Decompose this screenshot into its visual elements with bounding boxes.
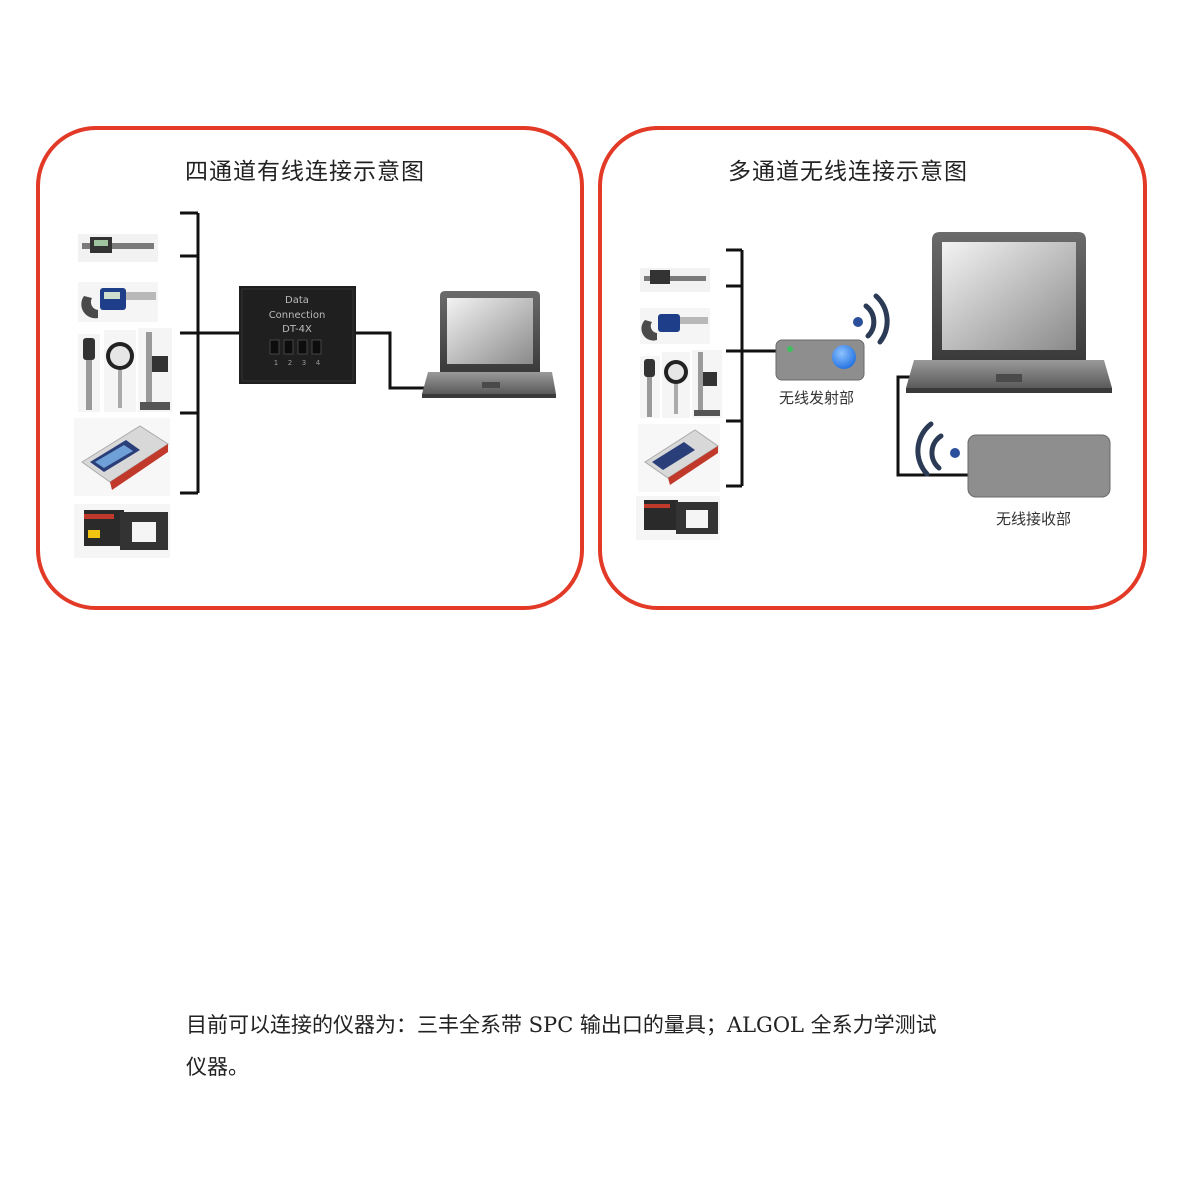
wireless-signal-icon bbox=[853, 293, 890, 345]
caliper-icon bbox=[78, 234, 158, 262]
hub-port-1: 1 bbox=[274, 359, 278, 367]
caliper-icon bbox=[640, 268, 710, 292]
hub-port-4: 4 bbox=[316, 359, 321, 367]
wired-diagram-panel bbox=[36, 126, 584, 610]
wireless-diagram-panel bbox=[598, 126, 1147, 610]
supported-instruments-note: 目前可以连接的仪器为：三丰全系带 SPC 输出口的量具；ALGOL 全系力学测试… bbox=[186, 1004, 1046, 1088]
receiver-label: 无线接收部 bbox=[996, 510, 1072, 528]
micrometer-icon bbox=[78, 282, 158, 322]
laser-scan-micrometer-icon bbox=[74, 504, 170, 558]
surface-roughness-tester-icon bbox=[74, 418, 170, 496]
hub-port-2: 2 bbox=[288, 359, 292, 367]
dial-indicator-icon bbox=[662, 352, 690, 418]
wireless-panel-title: 多通道无线连接示意图 bbox=[728, 159, 968, 185]
hub-label-line1: Data bbox=[285, 295, 309, 306]
bore-gauge-icon bbox=[640, 356, 660, 418]
transmitter-label: 无线发射部 bbox=[779, 389, 855, 407]
wireless-transmitter bbox=[775, 339, 865, 381]
micrometer-icon bbox=[640, 308, 710, 344]
laser-scan-micrometer-icon bbox=[636, 496, 720, 540]
wireless-signal-icon bbox=[915, 421, 960, 477]
wireless-receiver bbox=[967, 434, 1111, 498]
data-connection-hub: Data Connection DT-4X 1 2 3 4 bbox=[239, 286, 356, 384]
note-line-2: 仪器。 bbox=[186, 1055, 249, 1079]
wired-panel-title: 四通道有线连接示意图 bbox=[185, 159, 425, 185]
laptop-icon bbox=[906, 232, 1112, 393]
surface-roughness-tester-icon bbox=[638, 424, 720, 492]
height-gauge-icon bbox=[138, 328, 172, 412]
hub-label-line2: Connection bbox=[269, 310, 326, 321]
laptop-icon bbox=[422, 291, 556, 398]
wired-bracket bbox=[180, 211, 428, 495]
bore-gauge-icon bbox=[78, 334, 100, 412]
hub-port-3: 3 bbox=[302, 359, 306, 367]
dial-indicator-icon bbox=[104, 330, 136, 412]
wireless-bracket bbox=[726, 248, 970, 488]
note-line-1: 目前可以连接的仪器为：三丰全系带 SPC 输出口的量具；ALGOL 全系力学测试 bbox=[186, 1013, 937, 1037]
hub-label-line3: DT-4X bbox=[282, 324, 312, 335]
height-gauge-icon bbox=[692, 350, 722, 418]
